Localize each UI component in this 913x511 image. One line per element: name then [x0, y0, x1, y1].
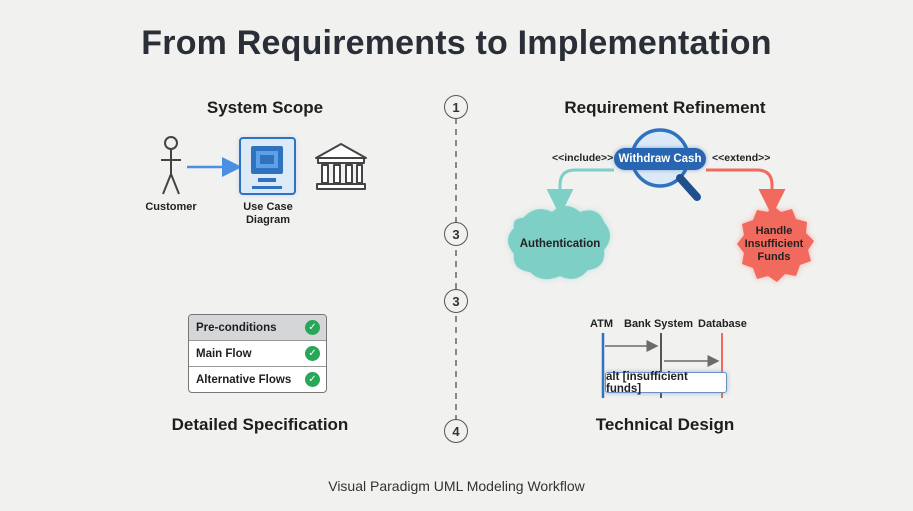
lifeline-label-atm: ATM: [590, 318, 614, 330]
authentication-label: Authentication: [519, 238, 601, 250]
footer-caption: Visual Paradigm UML Modeling Workflow: [328, 478, 585, 494]
specification-table: Pre-conditions ✓ Main Flow ✓ Alternative…: [188, 314, 327, 393]
use-case-diagram-label: Use Case Diagram: [243, 201, 293, 226]
extend-arrow: [706, 168, 786, 216]
check-icon: ✓: [305, 346, 320, 361]
spec-row-main-flow: Main Flow ✓: [189, 340, 326, 366]
technical-design-title: Technical Design: [595, 415, 735, 434]
insufficient-funds-label: Handle Insufficient Funds: [744, 225, 804, 263]
timeline-step-1: 1: [444, 95, 468, 119]
spec-row-alternative-flows: Alternative Flows ✓: [189, 366, 326, 392]
extend-stereotype: <<extend>>: [712, 152, 771, 164]
page-title: From Requirements to Implementation: [141, 24, 772, 62]
spec-row-preconditions: Pre-conditions ✓: [189, 315, 326, 340]
lifeline-label-database: Database: [698, 318, 747, 330]
insufficient-funds-shape: [737, 205, 814, 282]
actor-label: Customer: [145, 201, 197, 213]
withdraw-cash-use-case: Withdraw Cash: [614, 148, 706, 170]
timeline-step-4: 4: [444, 419, 468, 443]
include-stereotype: <<include>>: [552, 152, 614, 164]
lifeline-label-bank-system: Bank System: [624, 318, 694, 330]
timeline-step-2: 3: [444, 222, 468, 246]
requirement-refinement-title: Requirement Refinement: [564, 98, 766, 117]
atm-icon: [239, 137, 296, 195]
authentication-shape: [508, 206, 610, 280]
bank-icon: [315, 143, 367, 190]
detailed-specification-title: Detailed Specification: [171, 415, 349, 434]
system-scope-title: System Scope: [206, 98, 324, 117]
timeline-step-3: 3: [444, 289, 468, 313]
stick-figure-icon: [161, 136, 181, 195]
include-arrow: [546, 168, 614, 216]
alt-fragment: alt [insufficient funds]: [605, 371, 727, 395]
check-icon: ✓: [305, 320, 320, 335]
check-icon: ✓: [305, 372, 320, 387]
